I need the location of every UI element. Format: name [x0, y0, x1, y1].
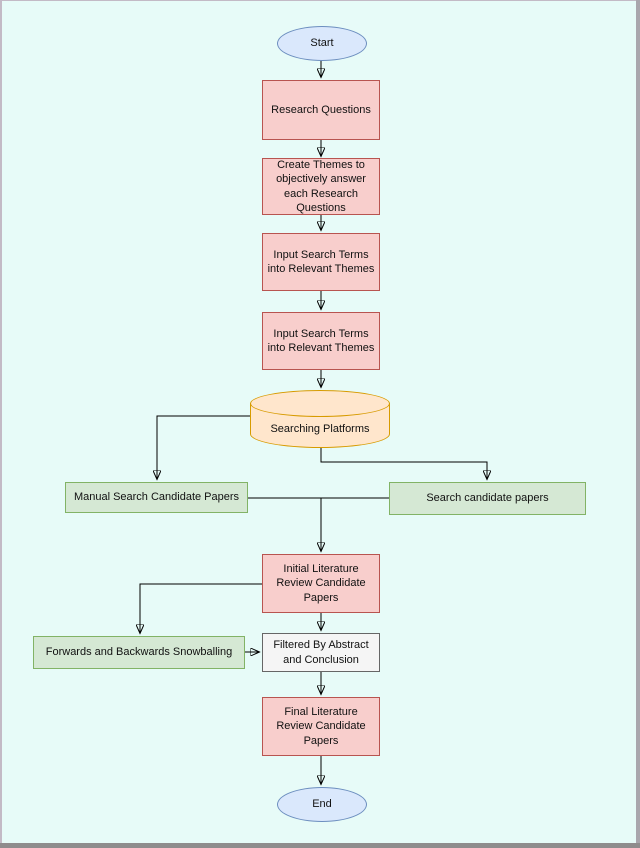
- node-end: End: [277, 787, 367, 822]
- node-final-literature-review-label: Final Literature Review Candidate Papers: [276, 706, 366, 747]
- node-create-themes: Create Themes to objectively answer each…: [262, 158, 380, 215]
- node-research-questions: Research Questions: [262, 80, 380, 140]
- node-start: Start: [277, 26, 367, 61]
- node-end-label: End: [312, 798, 332, 811]
- node-research-questions-label: Research Questions: [271, 103, 371, 116]
- node-create-themes-label: Create Themes to objectively answer each…: [276, 158, 366, 214]
- node-manual-search-candidate-papers: Manual Search Candidate Papers: [65, 482, 248, 513]
- node-search-candidate-label: Search candidate papers: [426, 492, 549, 505]
- node-manual-search-label: Manual Search Candidate Papers: [73, 491, 240, 504]
- node-input-search-terms-2: Input Search Terms into Relevant Themes: [262, 312, 380, 370]
- node-filtered-by-abstract: Filtered By Abstract and Conclusion: [262, 633, 380, 672]
- node-snowballing-label: Forwards and Backwards Snowballing: [45, 646, 233, 659]
- node-searching-platforms: Searching Platforms: [250, 390, 390, 448]
- page-border-bottom: [0, 843, 640, 848]
- node-filtered-by-abstract-label: Filtered By Abstract and Conclusion: [273, 639, 369, 666]
- node-start-label: Start: [310, 37, 334, 50]
- node-initial-literature-review-label: Initial Literature Review Candidate Pape…: [276, 563, 366, 604]
- page-border-left: [0, 0, 2, 848]
- page-border-top: [0, 0, 640, 1]
- database-cylinder-top: [250, 390, 390, 417]
- node-input-search-terms-2-label: Input Search Terms into Relevant Themes: [267, 327, 375, 354]
- node-initial-literature-review: Initial Literature Review Candidate Pape…: [262, 554, 380, 613]
- node-searching-platforms-label: Searching Platforms: [270, 423, 370, 435]
- node-snowballing: Forwards and Backwards Snowballing: [33, 636, 245, 669]
- node-final-literature-review: Final Literature Review Candidate Papers: [262, 697, 380, 756]
- node-search-candidate-papers: Search candidate papers: [389, 482, 586, 515]
- node-input-search-terms-1: Input Search Terms into Relevant Themes: [262, 233, 380, 291]
- node-input-search-terms-1-label: Input Search Terms into Relevant Themes: [267, 248, 375, 275]
- page-border-right: [636, 0, 640, 848]
